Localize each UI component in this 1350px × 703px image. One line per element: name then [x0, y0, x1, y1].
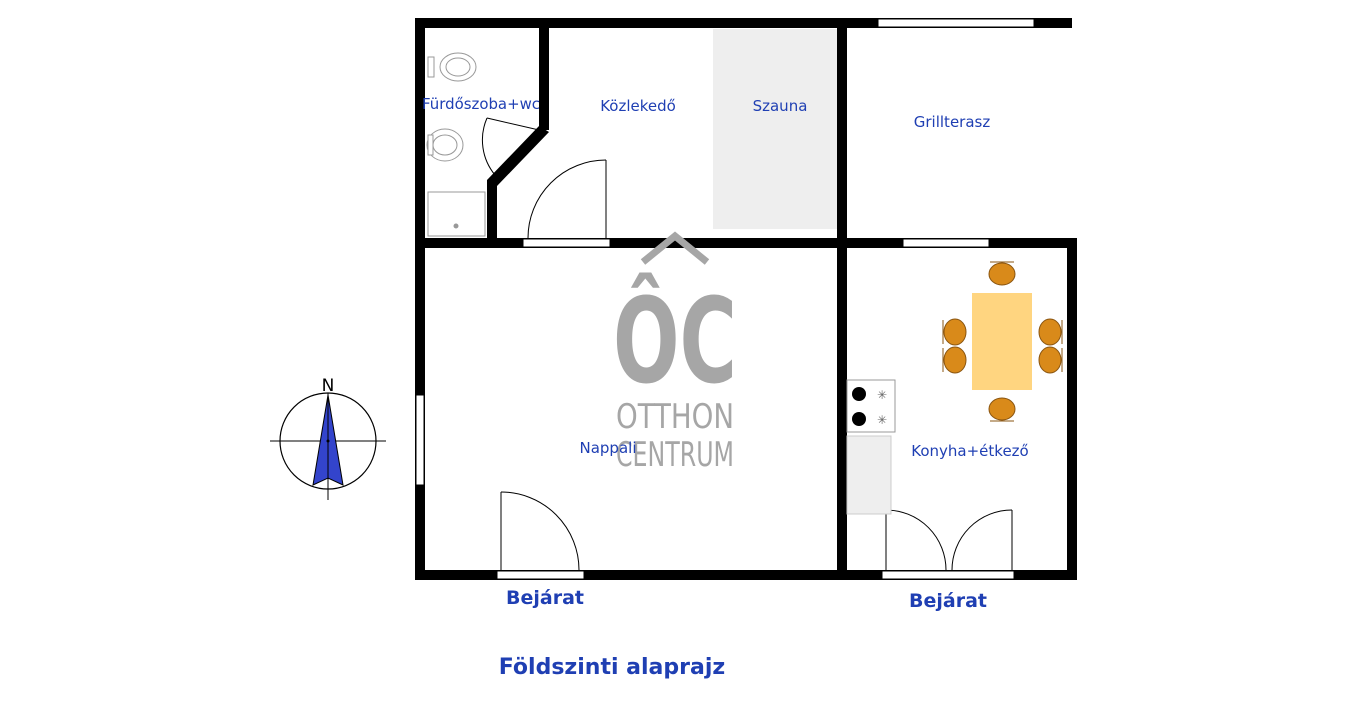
chair-icon — [1038, 346, 1062, 374]
watermark-line2: CENTRUM — [616, 435, 734, 475]
kitchen-counter — [846, 435, 892, 515]
chair-icon — [988, 262, 1016, 286]
room-label-living-room: Nappali — [580, 439, 637, 457]
room-label-sauna: Szauna — [753, 97, 808, 115]
stove-icon: ✳ ✳ — [846, 379, 896, 433]
sink-icon — [426, 128, 464, 162]
shower-icon — [427, 191, 486, 237]
entrance-label-left: Bejárat — [506, 587, 584, 609]
svg-text:✳: ✳ — [877, 413, 887, 427]
compass-icon: N — [270, 376, 386, 500]
room-label-kitchen-dining: Konyha+étkező — [911, 442, 1028, 460]
svg-text:✳: ✳ — [877, 388, 887, 402]
chair-icon — [1038, 318, 1062, 346]
room-label-bathroom: Fürdőszoba+wc — [422, 95, 540, 113]
watermark-logo: ÔC OTTHON CENTRUM — [613, 231, 737, 475]
door-openings — [496, 238, 1015, 580]
watermark-logo-text: ÔC — [613, 272, 737, 410]
dining-chairs — [942, 261, 1063, 422]
compass-north-label: N — [322, 376, 335, 396]
watermark-line1: OTTHON — [616, 397, 734, 437]
chair-icon — [988, 397, 1016, 421]
sauna-area — [713, 29, 837, 229]
floor-plan-caption: Földszinti alaprajz — [499, 655, 725, 680]
toilet-icon — [427, 52, 477, 82]
door-swings — [481, 117, 1013, 571]
chair-icon — [943, 318, 967, 346]
room-label-grill-terrace: Grillterasz — [914, 113, 991, 131]
chair-icon — [943, 346, 967, 374]
windows — [415, 18, 1035, 486]
dining-table — [972, 293, 1032, 390]
room-label-hallway: Közlekedő — [600, 97, 676, 115]
entrance-label-right: Bejárat — [909, 590, 987, 612]
